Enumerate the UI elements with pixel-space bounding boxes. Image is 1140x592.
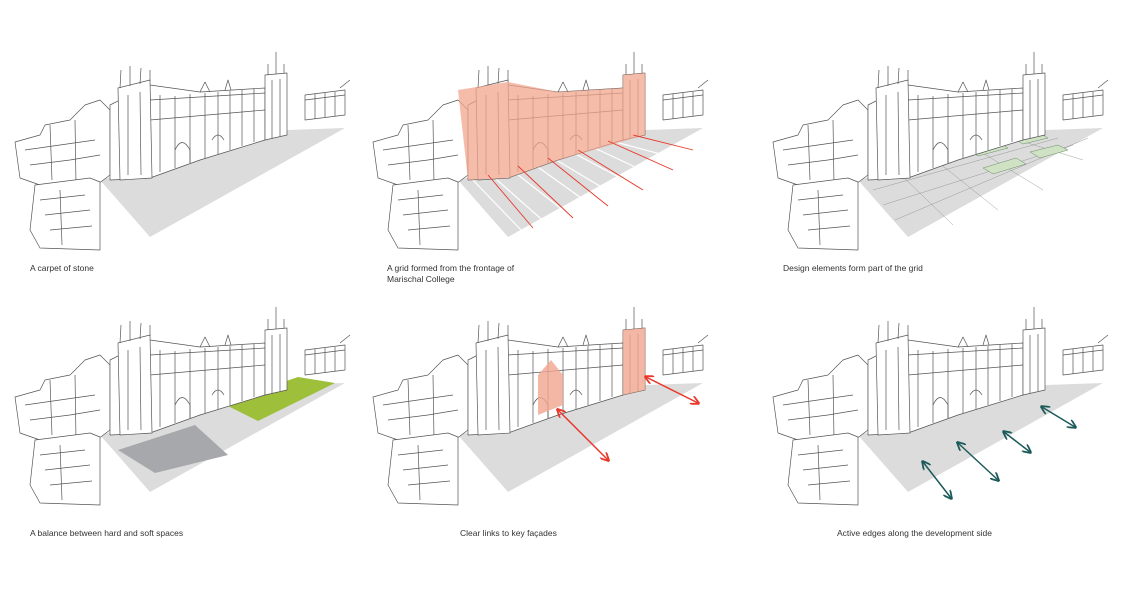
facade-highlight [458,73,645,180]
panel-hard-soft [14,306,351,506]
plaza-surface [458,128,703,237]
active-edge-arrow [1042,407,1075,427]
active-edge-arrow [923,462,951,498]
panel-key-facades [372,306,709,506]
caption-2-line1: A grid formed from the frontage of [387,263,515,273]
soft-space-lawn [222,377,335,421]
facade-highlight-gateway [538,360,563,415]
facade-highlight-tower [623,328,645,395]
plaza-surface [100,128,345,237]
link-arrow [558,410,608,460]
hard-space-area [118,425,228,473]
panel-grid-frontage [372,51,709,251]
panel-carpet-of-stone [14,51,351,251]
link-arrow [646,377,698,403]
caption-3: Design elements form part of the grid [783,263,923,273]
active-edge-arrow [958,443,998,480]
caption-5: Clear links to key façades [460,528,557,538]
panel-active-edges [772,306,1109,506]
caption-1: A carpet of stone [30,263,94,273]
grid-lines [469,139,684,233]
caption-2-line2: Marischal College [387,274,455,284]
panel-design-elements [772,51,1109,251]
grid-red-lines [487,134,694,229]
caption-6: Active edges along the development side [837,528,992,538]
active-edge-arrow [1004,432,1030,452]
caption-4: A balance between hard and soft spaces [30,528,184,538]
caption-2: A grid formed from the frontage of Maris… [387,263,587,285]
